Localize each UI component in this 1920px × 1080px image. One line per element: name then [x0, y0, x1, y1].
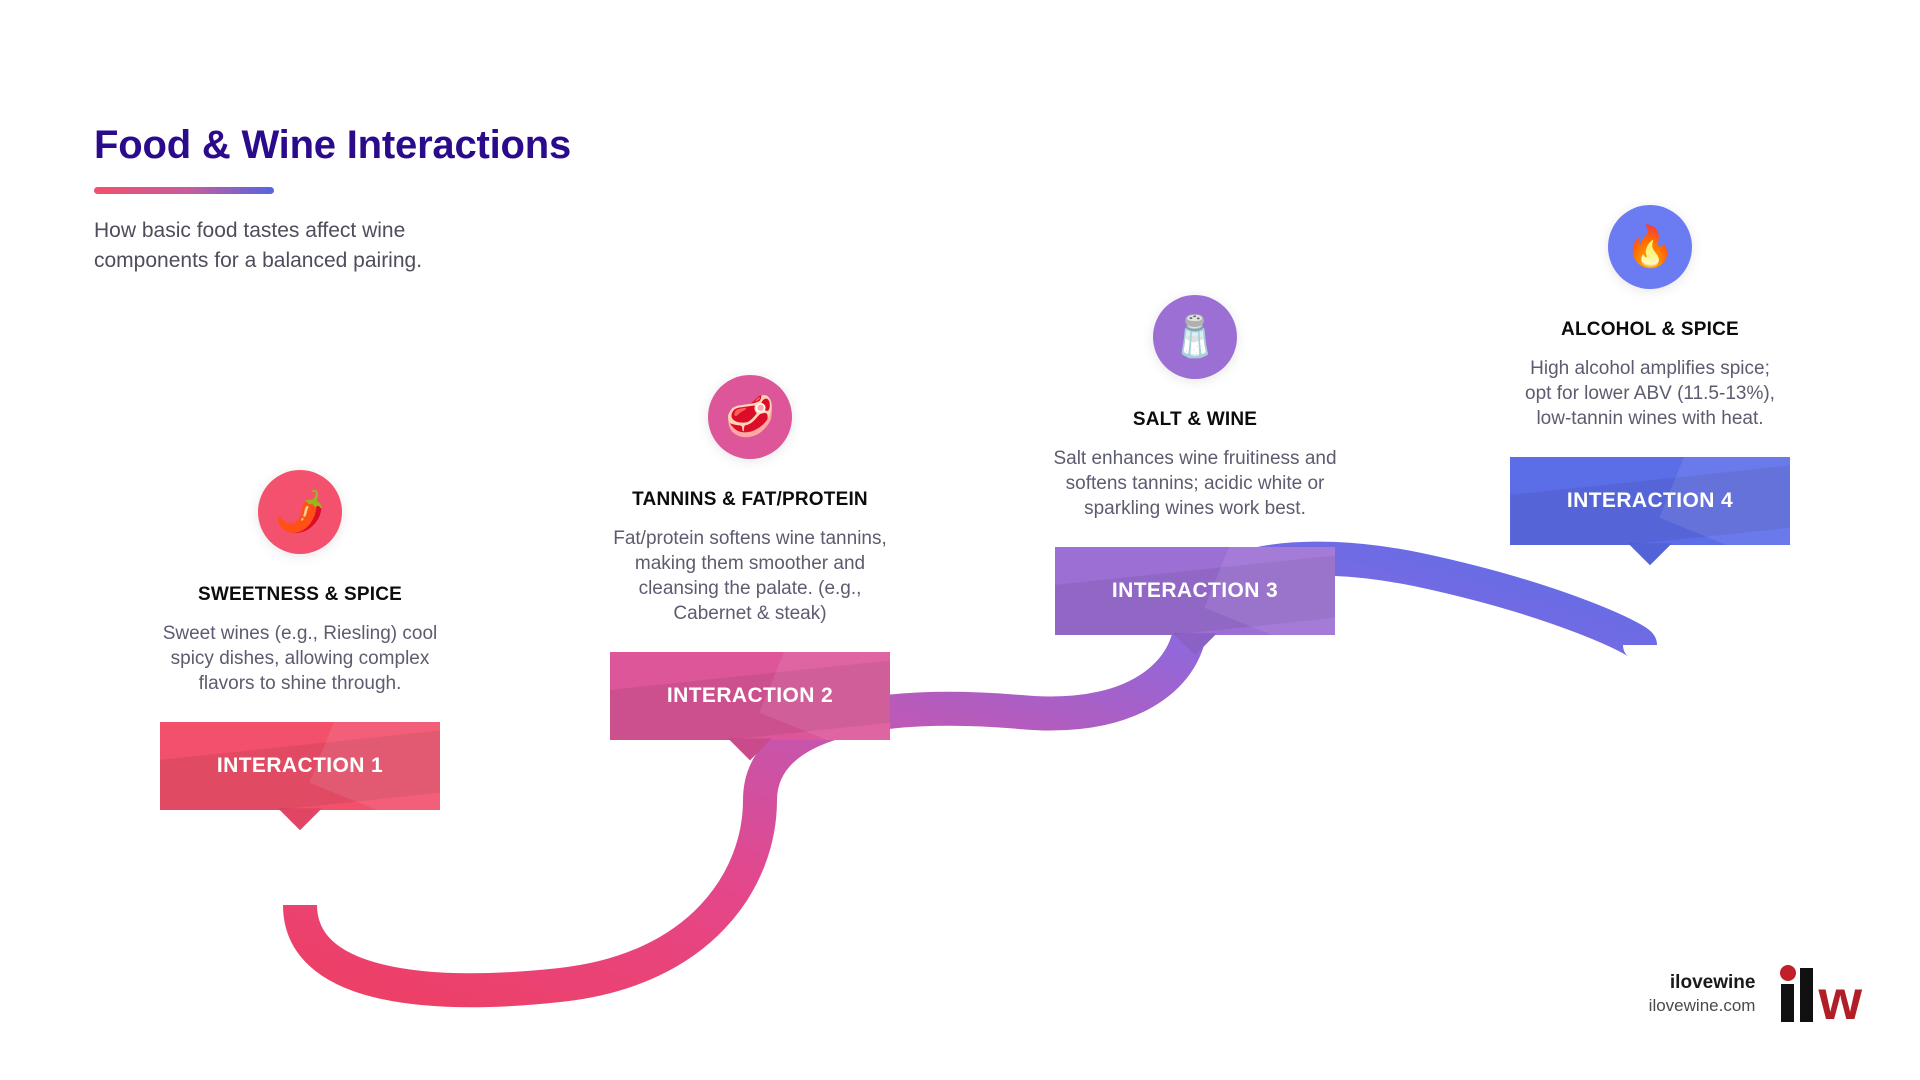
fire-glyph: 🔥 [1625, 225, 1675, 269]
chili-pepper-glyph: 🌶️ [275, 490, 325, 534]
milestone-4: 🔥 ALCOHOL & SPICE High alcohol amplifies… [1485, 205, 1815, 566]
chili-pepper-icon: 🌶️ [258, 470, 342, 554]
interaction-banner-2[interactable]: INTERACTION 2 [610, 652, 890, 741]
brand-name: ilovewine [1669, 971, 1756, 993]
fire-icon: 🔥 [1608, 205, 1692, 289]
interaction-banner-3[interactable]: INTERACTION 3 [1055, 547, 1335, 636]
milestone-title: ALCOHOL & SPICE [1561, 319, 1739, 340]
banner-wrap: INTERACTION 1 [160, 696, 440, 831]
salt-shaker-glyph: 🧂 [1170, 315, 1220, 359]
cut-of-meat-icon: 🥩 [708, 375, 792, 459]
banner-notch [728, 738, 772, 761]
milestone-1: 🌶️ SWEETNESS & SPICE Sweet wines (e.g., … [135, 470, 465, 831]
banner-wrap: INTERACTION 2 [610, 626, 890, 761]
title-underline-rule [94, 187, 274, 194]
brand-url[interactable]: ilovewine.com [1648, 996, 1756, 1016]
banner-wrap: INTERACTION 3 [1055, 521, 1335, 656]
milestone-title: SALT & WINE [1132, 409, 1258, 430]
milestone-description: Fat/protein softens wine tannins, making… [613, 528, 887, 625]
milestone-description: Salt enhances wine fruitiness and soften… [1053, 448, 1337, 520]
milestone-description: High alcohol amplifies spice; opt for lo… [1525, 358, 1775, 430]
footer-branding: ilovewine ilovewine.com w [1649, 965, 1862, 1032]
logo-letter-i [1780, 965, 1797, 1022]
banner-label: INTERACTION 3 [1111, 579, 1279, 603]
banner-notch [1173, 633, 1217, 656]
ilw-logo-icon: w [1780, 965, 1862, 1032]
banner-notch [278, 808, 322, 831]
header: Food & Wine Interactions How basic food … [94, 122, 694, 276]
salt-shaker-icon: 🧂 [1153, 295, 1237, 379]
logo-letter-l [1800, 968, 1814, 1022]
banner-label: INTERACTION 4 [1566, 489, 1734, 513]
cut-of-meat-glyph: 🥩 [725, 395, 775, 439]
logo-i-dot [1780, 965, 1797, 981]
logo-letter-w: w [1818, 968, 1862, 1032]
page-title: Food & Wine Interactions [94, 123, 572, 167]
milestone-2: 🥩 TANNINS & FAT/PROTEIN Fat/protein soft… [585, 375, 915, 761]
milestone-title: TANNINS & FAT/PROTEIN [632, 489, 868, 510]
milestone-3: 🧂 SALT & WINE Salt enhances wine fruitin… [1030, 295, 1360, 656]
banner-wrap: INTERACTION 4 [1510, 431, 1790, 566]
milestone-description: Sweet wines (e.g., Riesling) cool spicy … [162, 623, 438, 695]
banner-label: INTERACTION 2 [666, 684, 834, 708]
interaction-banner-4[interactable]: INTERACTION 4 [1510, 457, 1790, 546]
milestone-title: SWEETNESS & SPICE [198, 584, 402, 605]
interaction-banner-1[interactable]: INTERACTION 1 [160, 722, 440, 811]
brand-text-block: ilovewine ilovewine.com [1649, 971, 1756, 1018]
banner-notch [1628, 543, 1672, 566]
page-subtitle: How basic food tastes affect wine compon… [94, 219, 423, 272]
banner-label: INTERACTION 1 [216, 754, 384, 778]
